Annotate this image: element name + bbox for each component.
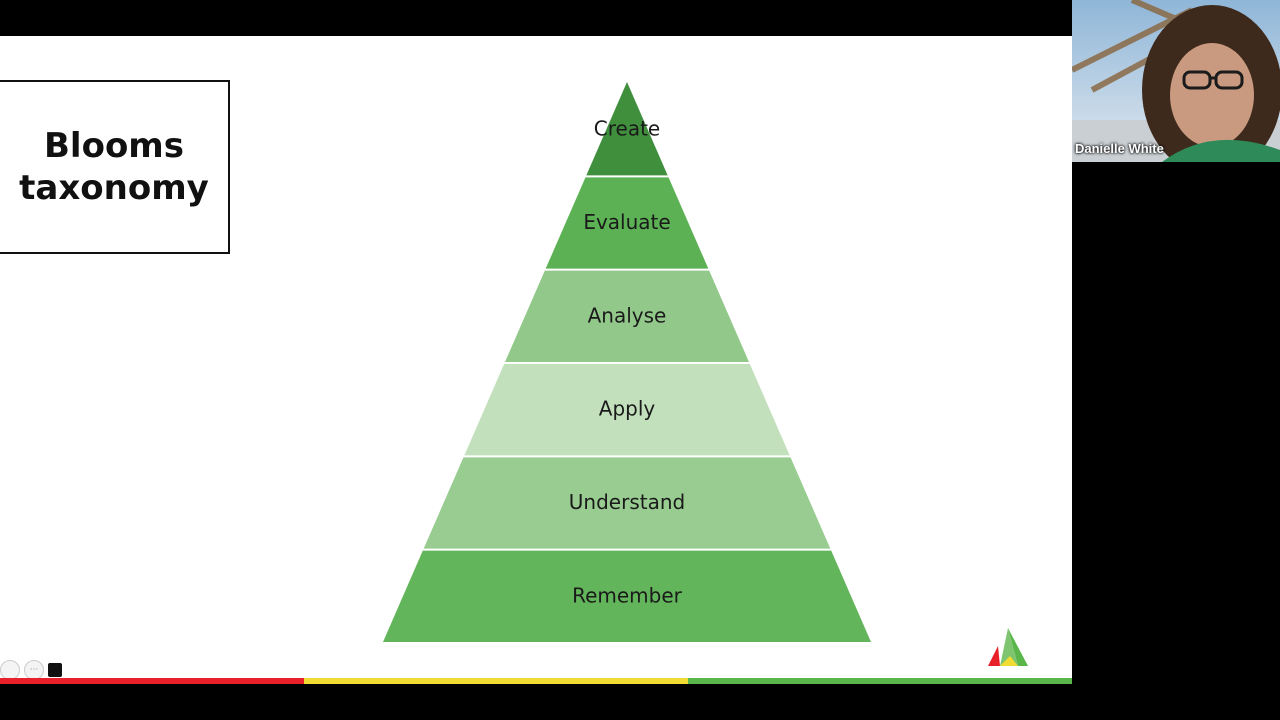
- pyramid-level-evaluate: [545, 177, 709, 269]
- participant-video[interactable]: Danielle White: [1072, 0, 1280, 162]
- participant-avatar: [1072, 0, 1280, 162]
- pyramid-level-create: [586, 82, 668, 176]
- footer-bar-red: [0, 678, 304, 684]
- slide-title: Blooms taxonomy: [19, 126, 209, 208]
- pyramid-label-apply: Apply: [599, 397, 656, 421]
- footer-bar-green: [688, 678, 1072, 684]
- footer-bar-yellow: [304, 678, 688, 684]
- triangle-logo-icon: [988, 628, 1028, 666]
- participant-name: Danielle White: [1075, 141, 1164, 156]
- slide-controls[interactable]: ···: [0, 660, 62, 680]
- pyramid-level-understand: [423, 457, 831, 549]
- pyramid-label-understand: Understand: [569, 490, 685, 514]
- pyramid-label-create: Create: [594, 117, 660, 141]
- mouse-pointer-icon: [48, 663, 62, 677]
- pyramid-level-analyse: [505, 270, 749, 362]
- pyramid-label-remember: Remember: [572, 583, 683, 607]
- previous-slide-button[interactable]: [0, 660, 20, 680]
- pyramid-label-analyse: Analyse: [588, 303, 667, 327]
- pyramid-label-evaluate: Evaluate: [583, 210, 670, 234]
- blooms-pyramid: CreateEvaluateAnalyseApplyUnderstandReme…: [383, 82, 871, 642]
- more-options-button[interactable]: ···: [24, 660, 44, 680]
- pyramid-level-apply: [464, 364, 790, 456]
- pyramid-level-remember: [383, 550, 871, 642]
- slide-title-box: Blooms taxonomy: [0, 80, 230, 254]
